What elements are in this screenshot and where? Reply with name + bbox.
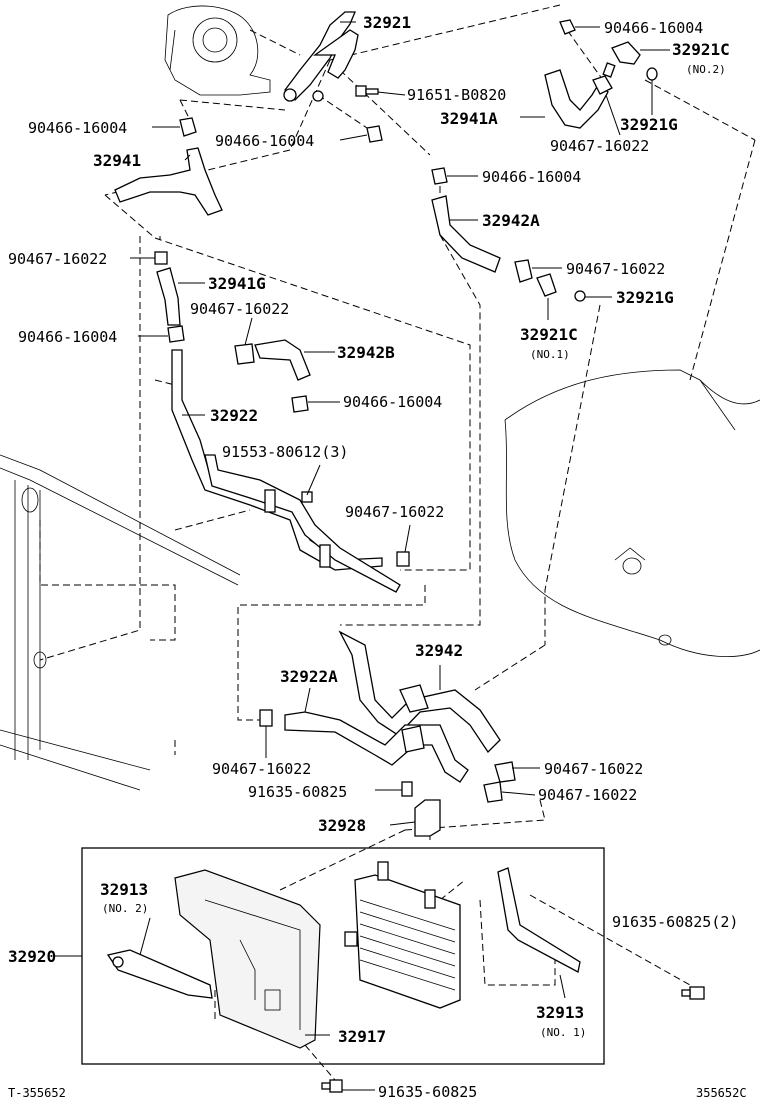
label-91553-80612: 91553-80612(3) [222,443,348,461]
clip-90466-mid [366,125,383,143]
label-90466-16004-lower-left: 90466-16004 [18,328,117,346]
label-32921G-top: 32921G [620,115,678,134]
assembly-32920-box [55,847,605,1065]
bolt-91553 [301,491,313,503]
air-guide-32917 [174,869,321,1049]
bolt-91635-mid [401,781,413,797]
label-32942: 32942 [415,641,463,660]
label-90467-16022-top: 90467-16022 [550,137,649,155]
bolt-91635-right [681,986,705,1000]
label-32941G: 32941G [208,274,266,293]
label-32921C-no1: 32921C [520,325,578,344]
clamp-90467-bottom-left [259,709,273,727]
label-32921C-no1-sub: (NO.1) [530,348,570,361]
label-90466-16004-left: 90466-16004 [28,119,127,137]
label-32913-no2: 32913 [100,880,148,899]
gasket-32921G-top [646,67,658,81]
label-32942A: 32942A [482,211,540,230]
radiator-outline [0,454,241,791]
label-90467-16022-right: 90467-16022 [566,260,665,278]
label-90467-16022-mid: 90467-16022 [190,300,289,318]
hose-32941A [544,69,613,129]
label-91651-B0820: 91651-B0820 [407,86,506,104]
clamp-90467-bottom-right2 [483,781,503,803]
label-32942B: 32942B [337,343,395,362]
label-32921C-no2-sub: (NO.2) [686,63,726,76]
label-90467-16022-left: 90467-16022 [8,250,107,268]
label-32921G-mid: 32921G [616,288,674,307]
engine-outline [504,369,760,657]
footer-drawing-id-right: 355652C [696,1086,747,1100]
bolt-91651-B0820 [355,85,379,97]
hose-32942B [234,339,311,381]
bracket-32913-no2 [106,949,213,999]
label-91635-60825-mid: 91635-60825 [248,783,347,801]
pipe-32922 [171,349,401,593]
hose-32941 [114,147,223,216]
footer-drawing-id-left: T-355652 [8,1086,66,1100]
label-90466-16004-top-right: 90466-16004 [604,19,703,37]
thermostat-housing [164,5,271,96]
label-32922: 32922 [210,406,258,425]
label-32941: 32941 [93,151,141,170]
assembly-dashed-lines [39,4,756,1081]
label-91635-60825-bottom: 91635-60825 [378,1083,477,1101]
clamp-90467-right [514,259,533,283]
union-32921C-no1 [536,273,557,297]
label-90466-16004-mid: 90466-16004 [215,132,314,150]
label-90467-16022-bottom-right2: 90467-16022 [538,786,637,804]
clip-90466-center [291,395,309,413]
label-90466-16004-right: 90466-16004 [482,168,581,186]
clamp-90467-center [396,551,410,567]
label-90467-16022-bottom-right1: 90467-16022 [544,760,643,778]
label-32917: 32917 [338,1027,386,1046]
hose-32942A [431,195,501,273]
label-32913-no1-sub: (NO. 1) [540,1026,586,1039]
label-32928: 32928 [318,816,366,835]
label-32921: 32921 [363,13,411,32]
label-32913-no2-sub: (NO. 2) [102,902,148,915]
clip-90466-lower-left [167,325,185,343]
clip-90466-left [179,117,197,137]
hose-32922A [284,711,469,783]
label-90467-16022-center: 90467-16022 [345,503,444,521]
label-90467-16022-bottom-left: 90467-16022 [212,760,311,778]
part-number-labels: 32921 90466-16004 32921C (NO.2) 91651-B0… [8,13,738,1101]
oil-cooler-core [344,861,461,1009]
clip-90466-right [431,167,448,185]
clip-90466-top-right [559,19,576,35]
gasket-32921G-mid [574,290,586,302]
leader-lines [130,21,670,1091]
hose-32941G [156,267,181,326]
label-32922A: 32922A [280,667,338,686]
label-32913-no1: 32913 [536,1003,584,1022]
bracket-32913-no1 [497,867,581,973]
clamp-90467-left [154,251,168,265]
bracket-32928 [414,799,441,837]
hose-32942 [338,630,501,754]
label-90466-16004-center: 90466-16004 [343,393,442,411]
union-32921C-no2 [602,41,641,78]
label-32920: 32920 [8,947,56,966]
label-32921C-no2: 32921C [672,40,730,59]
label-91635-60825-2: 91635-60825(2) [612,913,738,931]
pipe-32921 [283,11,359,102]
clamp-90467-bottom-right1 [494,761,516,783]
label-32941A: 32941A [440,109,498,128]
bolt-91635-bottom [321,1079,343,1093]
